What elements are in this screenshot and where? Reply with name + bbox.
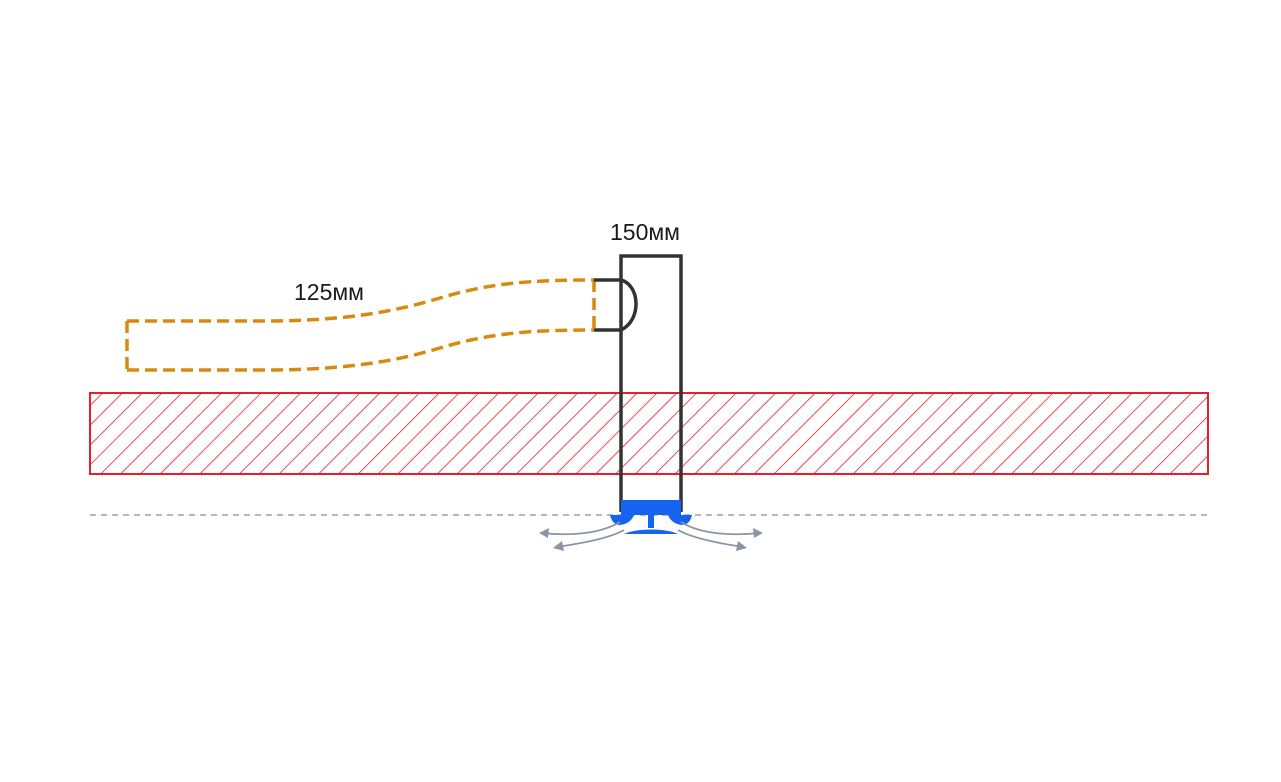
airflow-arrowheads — [539, 528, 763, 551]
duct-large-label: 150мм — [610, 219, 680, 245]
flex-duct-label: 125мм — [294, 279, 364, 305]
ceiling-slab — [89, 392, 1209, 475]
flex-duct-125 — [125, 278, 596, 372]
ceiling-diffuser-icon — [610, 500, 692, 534]
airflow-arrow-icon — [541, 521, 761, 548]
main-duct-150 — [594, 254, 683, 512]
